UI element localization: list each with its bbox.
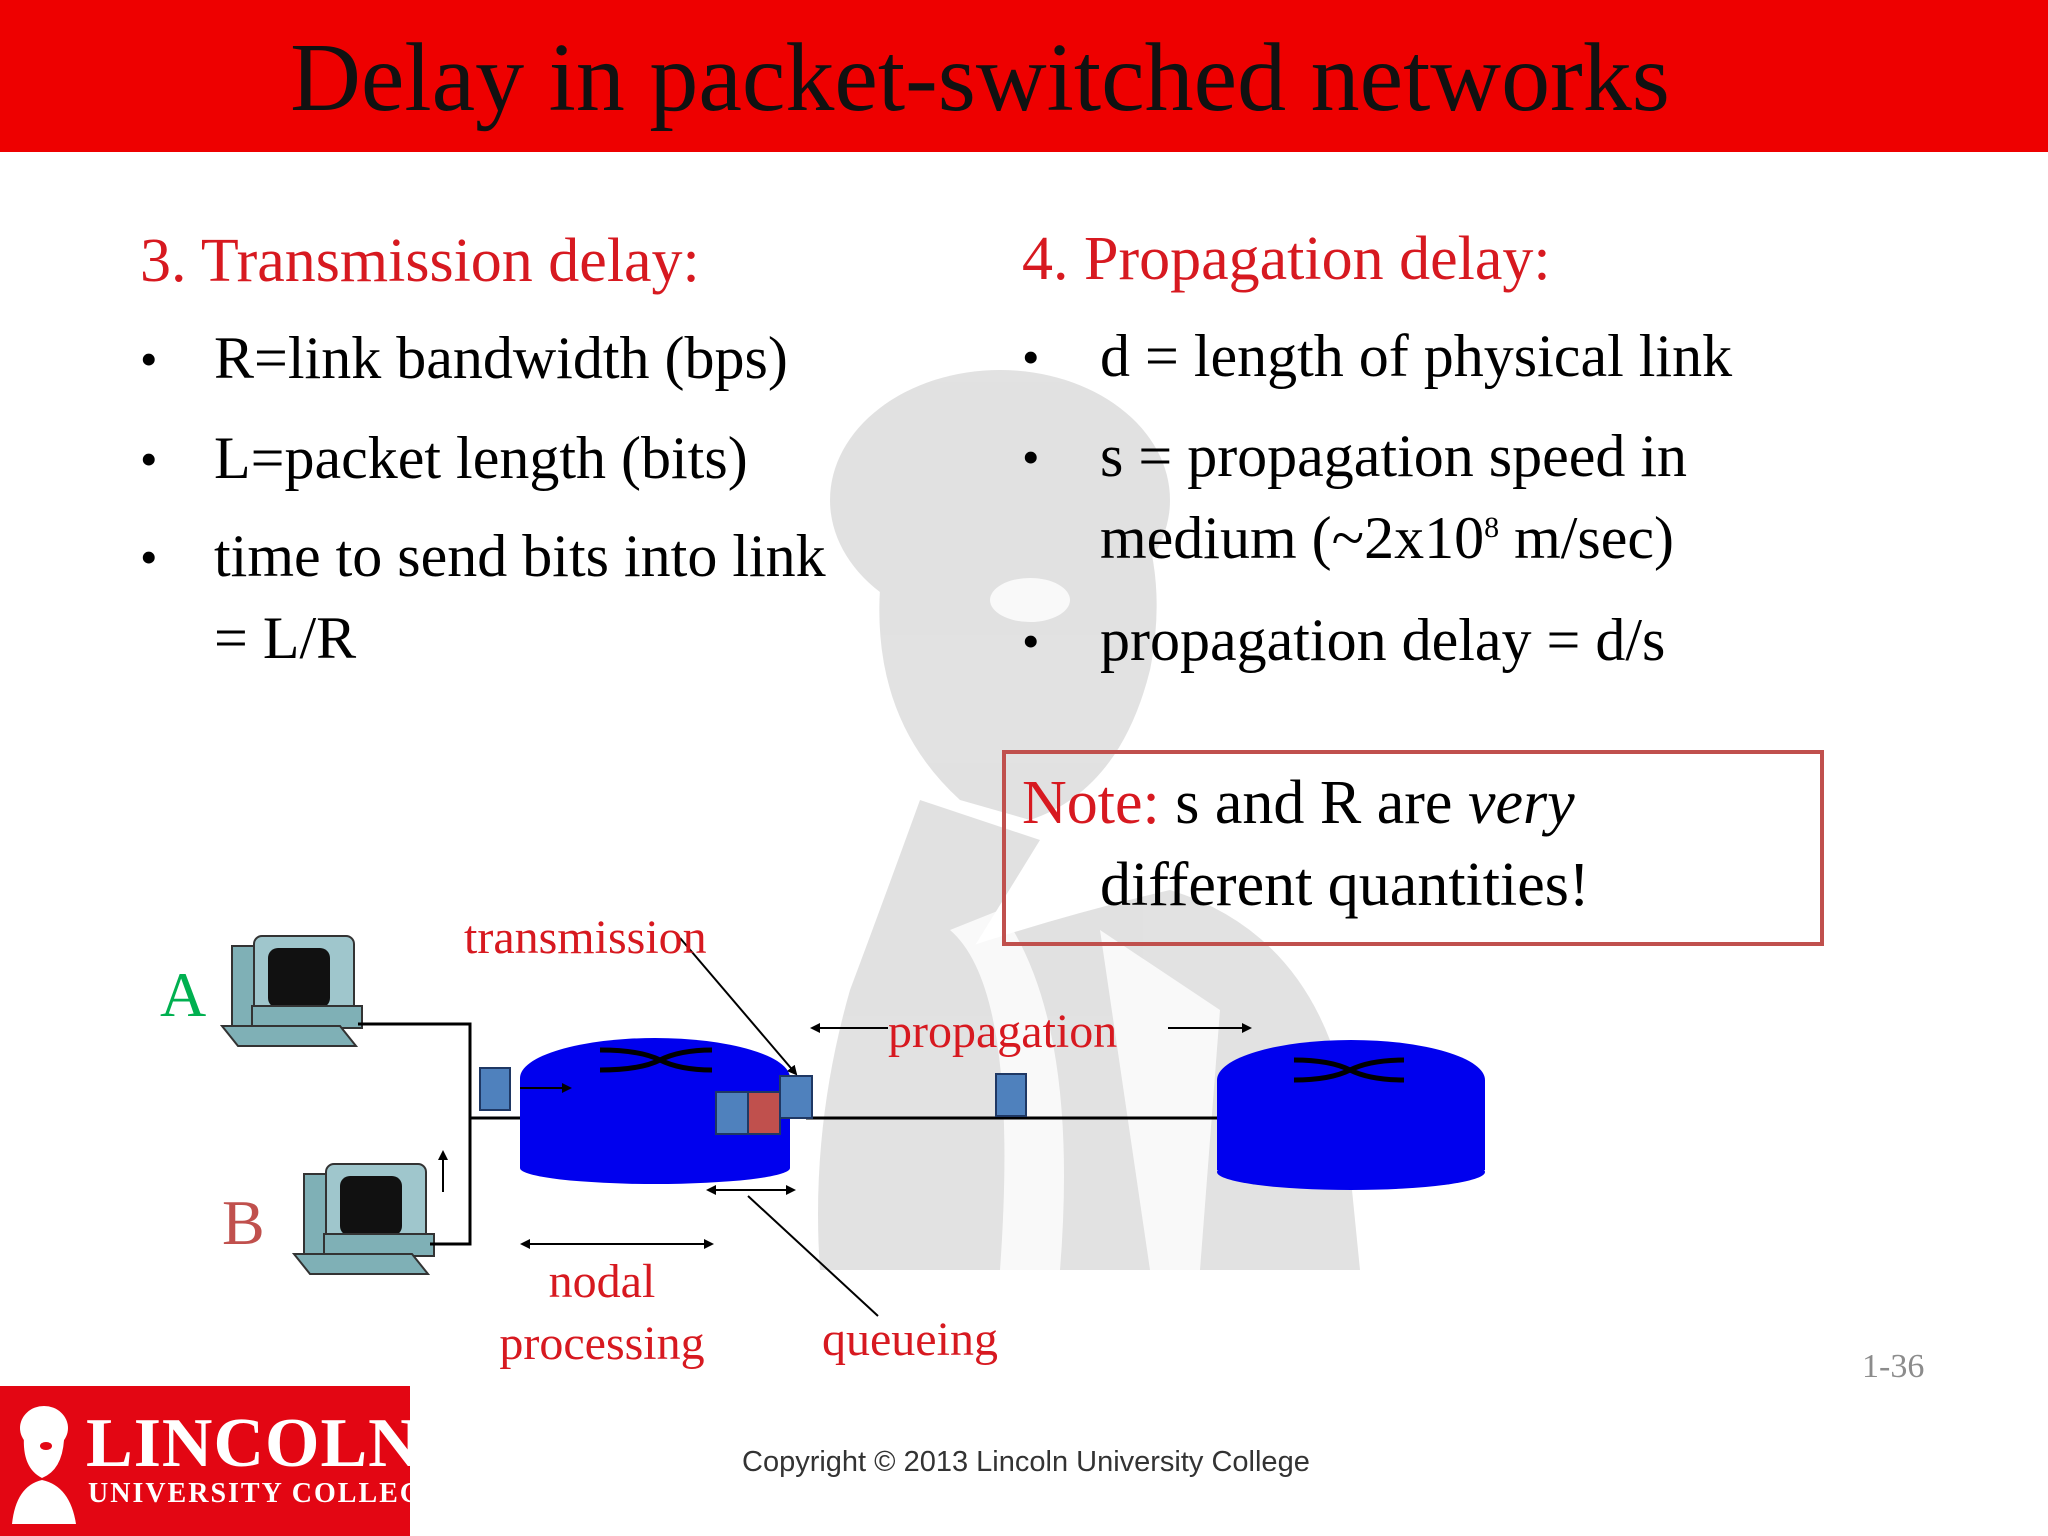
bullet-propagation-speed: s = propagation speed in (1100, 423, 1688, 489)
propagation-delay-heading: 4. Propagation delay: (1022, 225, 1551, 293)
bullet-dot: • (1022, 429, 1040, 485)
transmission-label: transmission (464, 911, 707, 964)
note-text: s and R are (1159, 769, 1468, 837)
medium-unit: m/sec) (1499, 505, 1675, 571)
bullet-dot: • (1022, 329, 1040, 385)
logo-name: LINCOLN (86, 1405, 420, 1482)
bullet-link-bandwidth: R=link bandwidth (bps) (214, 325, 788, 391)
bullet-dot: • (1022, 613, 1040, 669)
packet-queued (715, 1091, 749, 1135)
note-emphasis: very (1467, 769, 1575, 837)
processing-label: processing (499, 1317, 705, 1370)
medium-text: medium (~2x10 (1100, 505, 1485, 571)
bullet-time-to-send-continuation: = L/R (214, 605, 357, 671)
host-a-computer-icon (219, 935, 363, 1047)
bullet-time-to-send: time to send bits into link (214, 523, 826, 589)
lincoln-logo: LINCOLN UNIVERSITY COLLEGE (0, 1386, 442, 1536)
transmission-pointer (679, 937, 798, 1076)
bullet-dot: • (140, 431, 158, 487)
bullet-dot: • (140, 331, 158, 387)
title-bar (0, 0, 2048, 152)
packet-queued (747, 1091, 781, 1135)
packet-transmitting (779, 1075, 813, 1119)
copyright-text: Copyright © 2013 Lincoln University Coll… (742, 1446, 1310, 1478)
host-b-label: B (222, 1187, 265, 1258)
host-b-computer-icon (291, 1163, 435, 1275)
host-links (358, 1022, 472, 1246)
bullet-packet-length: L=packet length (bits) (214, 425, 748, 491)
logo-bust-icon (12, 1406, 76, 1524)
queueing-label: queueing (822, 1313, 998, 1366)
nodal-label: nodal (548, 1255, 656, 1308)
note-box (1002, 750, 1824, 946)
bullet-propagation-formula: propagation delay = d/s (1100, 607, 1666, 673)
transmission-delay-heading: 3. Transmission delay: (140, 227, 700, 295)
router-2 (1217, 1040, 1485, 1190)
logo-subtitle: UNIVERSITY COLLEGE (88, 1478, 445, 1509)
queueing-pointer (747, 1195, 879, 1317)
host-a-label: A (160, 959, 207, 1030)
note-line-2: different quantities! (1100, 851, 1590, 919)
packet-incoming (479, 1067, 511, 1111)
bullet-dot: • (140, 529, 158, 585)
note-line-1: Note: s and R are very (1022, 768, 1575, 839)
packet-propagating (995, 1073, 1027, 1117)
exponent: 8 (1484, 511, 1500, 544)
slide-number: 1-36 (1862, 1348, 1925, 1385)
propagation-label: propagation (888, 1005, 1118, 1058)
bullet-propagation-speed-medium: medium (~2x108 m/sec) (1100, 504, 1674, 573)
note-label: Note: (1022, 769, 1160, 837)
bullet-physical-link-length: d = length of physical link (1100, 323, 1733, 389)
slide-title: Delay in packet-switched networks (290, 24, 1670, 132)
